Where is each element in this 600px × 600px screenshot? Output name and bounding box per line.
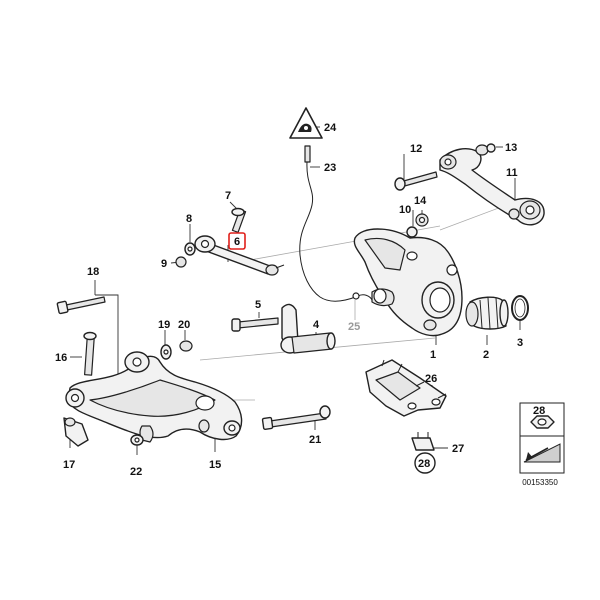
drive-flange bbox=[465, 296, 509, 330]
callout-12: 12 bbox=[410, 143, 422, 155]
legend-label-28: 28 bbox=[533, 405, 545, 417]
callout-2: 2 bbox=[483, 349, 489, 361]
control-rod-assembly bbox=[175, 207, 285, 276]
callout-25: 25 bbox=[348, 321, 360, 333]
bolt-18 bbox=[56, 296, 106, 315]
upper-wishbone bbox=[439, 143, 545, 226]
callout-23: 23 bbox=[324, 162, 336, 174]
nut-icon bbox=[530, 415, 555, 429]
clip-27 bbox=[411, 432, 435, 451]
triangle-warning-icon bbox=[289, 107, 323, 139]
callout-18: 18 bbox=[87, 266, 99, 278]
bolt-21 bbox=[261, 405, 331, 431]
legend-box bbox=[519, 402, 565, 474]
lower-control-arm bbox=[65, 351, 243, 443]
wheel-carrier bbox=[353, 228, 463, 337]
callout-1: 1 bbox=[430, 349, 436, 361]
callout-3: 3 bbox=[517, 337, 523, 349]
bolt-12 bbox=[394, 171, 438, 191]
callout-26: 26 bbox=[425, 373, 437, 385]
highlight-box bbox=[228, 232, 246, 250]
callout-8: 8 bbox=[186, 213, 192, 225]
speed-sensor-cable bbox=[299, 145, 373, 302]
drawing-number: 00153350 bbox=[522, 478, 558, 487]
pad-17 bbox=[63, 417, 89, 447]
callout-14: 14 bbox=[414, 195, 427, 207]
lock-ring bbox=[511, 295, 529, 321]
mounting-bracket bbox=[365, 359, 447, 417]
callout-13: 13 bbox=[505, 142, 517, 154]
callout-20: 20 bbox=[178, 319, 190, 331]
callout-ring-28 bbox=[414, 452, 436, 474]
coupling-link bbox=[231, 303, 336, 354]
callout-5: 5 bbox=[255, 299, 261, 311]
callout-28: 28 bbox=[418, 458, 430, 470]
callout-6: 6 bbox=[234, 236, 240, 248]
wedge-arrow-icon bbox=[523, 443, 561, 463]
callout-24: 24 bbox=[324, 122, 337, 134]
callout-4: 4 bbox=[313, 319, 320, 331]
callout-22: 22 bbox=[130, 466, 142, 478]
bushing-washer bbox=[160, 340, 193, 360]
callout-9: 9 bbox=[161, 258, 167, 270]
nut-22 bbox=[130, 434, 144, 446]
callout-7: 7 bbox=[225, 190, 231, 202]
callout-19: 19 bbox=[158, 319, 170, 331]
callout-17: 17 bbox=[63, 459, 75, 471]
callout-10: 10 bbox=[399, 204, 411, 216]
callout-15: 15 bbox=[209, 459, 221, 471]
bolt-16 bbox=[83, 331, 97, 376]
callout-21: 21 bbox=[309, 434, 321, 446]
callout-labels: 1 2 3 4 5 6 7 8 9 10 11 12 13 14 15 16 1… bbox=[55, 122, 545, 478]
nut-washer-10-14 bbox=[406, 213, 429, 238]
callout-16: 16 bbox=[55, 352, 67, 364]
callout-27: 27 bbox=[452, 443, 464, 455]
callout-11: 11 bbox=[506, 167, 518, 179]
